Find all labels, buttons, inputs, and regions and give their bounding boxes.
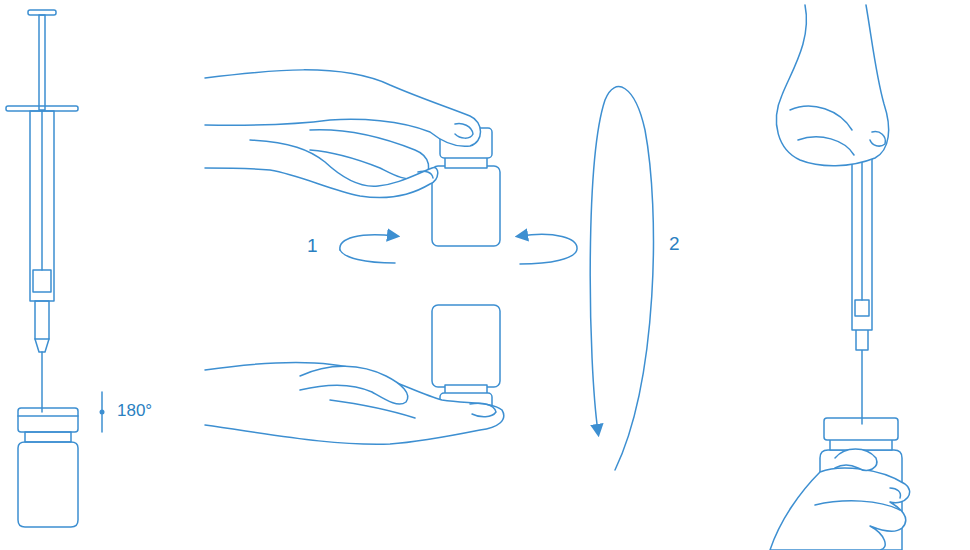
syringe-part [33, 270, 51, 292]
hand-upper-part [418, 171, 433, 178]
syringe [6, 10, 78, 412]
hand-right-lower-part [890, 488, 900, 498]
hand-right-upper-part [776, 5, 888, 166]
hand-right-upper-part [870, 132, 885, 146]
hand-lower-part [205, 362, 504, 444]
syringe-part [39, 15, 45, 110]
syringe-part [35, 339, 49, 352]
hand-upper [205, 70, 481, 198]
flip-arrow-part [590, 87, 653, 470]
hand-upper-part [455, 123, 473, 138]
hand-right-lower-part [835, 449, 877, 470]
syringe-part [35, 301, 49, 339]
vial-part [18, 408, 78, 432]
hand-right-upper [776, 5, 888, 166]
hand-lower [205, 362, 504, 444]
angle-mark-part [100, 410, 105, 415]
syringe-part [41, 352, 43, 412]
vial-right-part [824, 418, 898, 440]
syringe-right [852, 120, 872, 424]
hand-right-lower-part [770, 468, 910, 550]
step-number: 2 [668, 234, 681, 255]
hand-lower-part [300, 366, 408, 404]
angle-label: 180° [116, 402, 153, 421]
syringe-right-part [855, 300, 869, 316]
vial-upper-part [432, 166, 500, 246]
hand-upper-part [205, 140, 438, 198]
rotate-arrows-part [340, 235, 395, 250]
syringe-part [41, 111, 43, 270]
hand-lower-part [330, 400, 415, 418]
vial-part [18, 415, 78, 417]
vial [18, 408, 78, 527]
angle-mark [100, 392, 105, 432]
vial-lower-part [432, 305, 500, 387]
rotate-arrows-part [520, 234, 577, 264]
syringe-right-part [861, 350, 863, 424]
vial-part [25, 432, 71, 442]
syringe-right-part [856, 328, 868, 350]
hand-right-upper-part [798, 137, 854, 155]
hand-right-upper-part [790, 106, 852, 130]
hand-right-lower [770, 449, 910, 550]
rotate-arrows-part [340, 250, 395, 263]
hand-right-lower-part [815, 501, 900, 510]
step-number: 1 [306, 236, 319, 257]
hand-lower-part [470, 403, 496, 417]
rotate-arrows [340, 234, 577, 264]
vial-part [18, 442, 78, 527]
flip-arrow [590, 87, 653, 470]
syringe-part [30, 111, 54, 301]
